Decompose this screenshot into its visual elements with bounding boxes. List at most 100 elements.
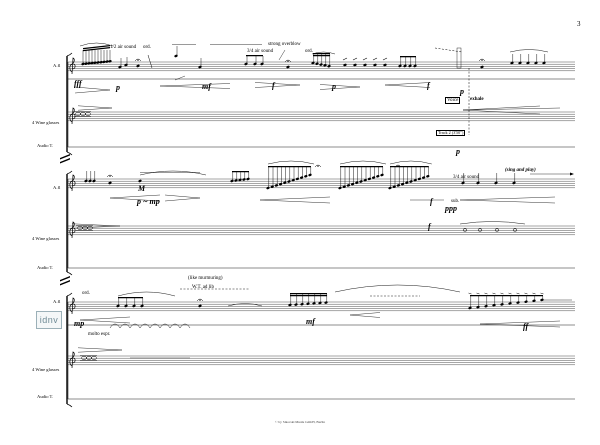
wt-ad-lib-text: W.T. ad lib xyxy=(192,285,214,290)
callout-arrow xyxy=(278,49,286,61)
slur xyxy=(334,284,461,293)
notehead xyxy=(476,181,480,185)
crescendo-hairpin xyxy=(349,314,381,318)
notehead xyxy=(84,179,88,183)
fermata-dot xyxy=(397,165,399,167)
treble-clef xyxy=(69,351,76,369)
label-flute: A.fl xyxy=(53,185,61,190)
fermata-dot xyxy=(287,60,289,62)
dynamic-M: M xyxy=(138,184,146,193)
notehead xyxy=(132,304,136,308)
dynamic-p: p xyxy=(460,87,464,96)
notehead xyxy=(500,303,504,306)
accent xyxy=(516,292,520,295)
notehead xyxy=(468,306,472,310)
notehead xyxy=(346,184,351,187)
notehead xyxy=(388,186,392,190)
notehead xyxy=(244,62,248,66)
notehead xyxy=(405,181,409,185)
ord-text: ord. xyxy=(82,291,90,296)
system-separator xyxy=(60,154,70,160)
decrescendo-hairpin xyxy=(254,82,301,86)
notehead xyxy=(516,301,520,304)
crescendo-hairpin xyxy=(159,83,231,87)
fermata-dot xyxy=(317,165,319,167)
notehead xyxy=(343,63,347,67)
notehead xyxy=(524,300,528,303)
dynamic-p-mp: p ~ mp xyxy=(137,197,160,206)
label-glasses: 4 Wine glasses xyxy=(32,120,60,125)
beam xyxy=(83,45,110,50)
notehead xyxy=(286,65,290,69)
trill-line xyxy=(171,43,197,46)
crescendo-hairpin xyxy=(109,197,161,202)
bracket-hook xyxy=(66,170,73,175)
bracket-hook xyxy=(66,271,73,276)
wine-glass-note xyxy=(87,226,93,230)
beam xyxy=(340,166,383,168)
accent xyxy=(540,292,544,295)
dynamic-mf: mf xyxy=(306,317,315,326)
notehead xyxy=(421,176,426,179)
slur xyxy=(389,160,432,165)
beam xyxy=(118,297,143,299)
notehead xyxy=(266,186,270,190)
notehead xyxy=(363,63,367,67)
dynamic-f: f xyxy=(428,222,431,231)
notehead xyxy=(294,303,298,306)
notehead xyxy=(136,64,140,68)
notehead xyxy=(287,180,291,183)
fermata-dot xyxy=(109,175,111,177)
three-quarter-air-text: 3/4 air sound xyxy=(247,49,274,54)
system-separator xyxy=(60,280,70,286)
notehead xyxy=(124,63,128,67)
like-murmuring-text: (like murmuring) xyxy=(188,276,223,281)
watermark-logo: idnv xyxy=(36,311,62,329)
beam xyxy=(83,47,110,52)
dynamic-f: f xyxy=(430,197,433,206)
decrescendo-hairpin xyxy=(74,89,111,94)
beam xyxy=(290,293,327,295)
curve xyxy=(174,75,186,81)
arrow-head xyxy=(570,172,574,176)
strong-overblow-text: strong overblow xyxy=(268,42,301,47)
wine-glass-note xyxy=(85,112,91,116)
track-box: Track 2 (3'50") xyxy=(436,130,466,137)
glass-note xyxy=(494,228,500,232)
beam xyxy=(246,55,263,57)
notehead xyxy=(400,182,405,186)
notehead xyxy=(246,177,250,181)
notehead xyxy=(312,302,316,305)
notehead xyxy=(88,179,92,183)
beam xyxy=(268,166,311,168)
fermata-dot xyxy=(137,59,139,61)
system-separator xyxy=(60,158,70,164)
dynamic-fff: fff xyxy=(74,79,82,88)
notehead xyxy=(508,302,512,305)
notehead xyxy=(138,179,142,183)
dynamic-f: f xyxy=(272,81,275,90)
crescendo-hairpin xyxy=(79,316,131,321)
decrescendo-hairpin xyxy=(164,194,201,199)
treble-clef xyxy=(69,57,76,75)
dynamic-ppp: ppp xyxy=(445,204,457,213)
decrescendo-hairpin xyxy=(71,223,121,227)
notehead xyxy=(230,179,234,183)
beam xyxy=(390,166,429,168)
accent xyxy=(500,292,504,295)
crescendo-hairpin xyxy=(79,319,131,324)
dynamic-mf: mf xyxy=(202,82,211,91)
slur xyxy=(311,51,336,55)
label-glasses: 4 Wine glasses xyxy=(32,236,60,241)
notehead xyxy=(315,62,319,66)
slur xyxy=(117,291,176,297)
notehead xyxy=(308,173,312,177)
decrescendo-hairpin xyxy=(319,86,361,90)
decrescendo-hairpin xyxy=(77,105,113,109)
decrescendo-hairpin xyxy=(74,86,111,91)
crescendo-hairpin xyxy=(159,85,231,89)
accent xyxy=(508,292,512,295)
notehead xyxy=(198,304,202,308)
crescendo-hairpin xyxy=(384,82,431,86)
